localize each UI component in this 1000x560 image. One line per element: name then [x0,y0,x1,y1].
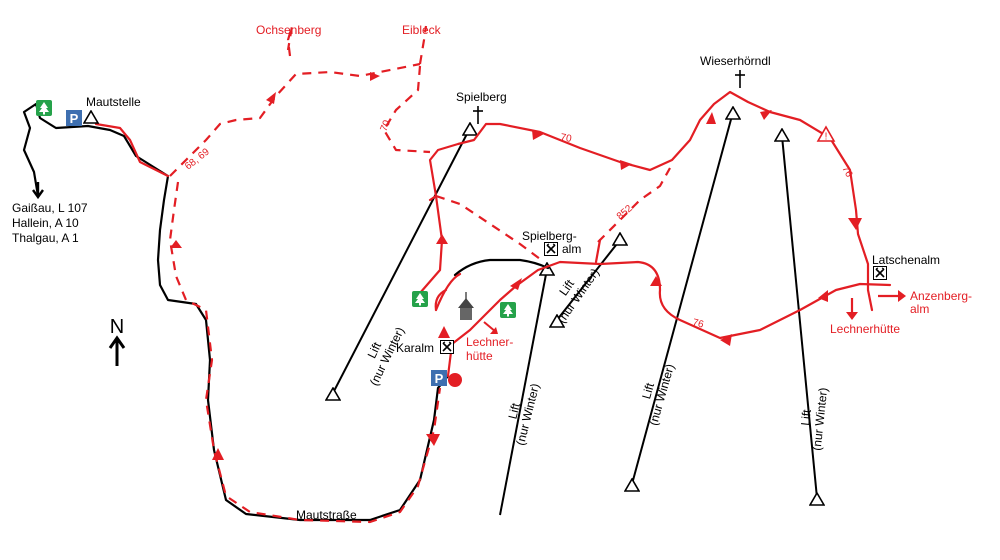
road-gaissau [22,102,450,522]
lift-station-icon [325,387,341,401]
svg-text:Lift: Lift [365,339,385,360]
label-latschenalm: Latschenalm [872,253,940,267]
lift-label: Lift (nur Winter) [639,362,677,427]
lift-d [624,106,741,492]
label-mautstrasse: Mautstraße [296,508,357,522]
lift-b [499,262,555,516]
label-mautstelle: Mautstelle [86,95,141,109]
hut-icon [440,340,454,354]
label-karalm: Karalm [396,341,434,355]
lift-station-icon [624,478,640,492]
direction-arrow-icon [32,182,44,200]
label-anzenbergalm-2: alm [910,302,929,316]
parking-icon: P [66,110,82,126]
hut-icon [873,266,887,280]
warning-icon: ! [816,125,836,143]
lift-c [549,232,628,328]
label-eibleck: Eibleck [402,23,442,37]
lift-label: Lift (nur Winter) [505,382,542,447]
lift-label: Lift (nur Winter) [798,387,831,451]
route-number-70: 70 [379,118,394,133]
label-spielberg: Spielberg [456,90,507,104]
tree-icon [500,302,516,318]
route-number-70: 70 [559,132,572,145]
route-direction-arrows [170,72,862,460]
label-wieserhoerndl: Wieserhörndl [700,54,771,68]
road-spielbergalm [453,258,550,277]
lift-e [774,128,825,506]
label-ochsenberg: Ochsenberg [256,23,321,37]
route-number-76: 76 [691,317,705,330]
lift-station-icon [774,128,790,142]
svg-text:Lift: Lift [505,401,523,421]
svg-text:Lift: Lift [798,408,814,426]
svg-text:(nur Winter): (nur Winter) [810,387,831,451]
tree-icon [412,291,428,307]
label-spielbergalm-2: alm [562,242,581,256]
svg-text:Lift: Lift [639,381,657,401]
route-number-68-69: 68, 69 [183,146,212,172]
label-anzenbergalm-1: Anzenberg- [910,289,972,303]
tree-icon [36,100,52,116]
lift-label: Lift (nur Winter) [554,266,602,326]
trail-network-solid [94,90,892,378]
parking-icon: P [431,370,447,386]
route-number-76: 76 [839,164,854,179]
svg-text:(nur Winter): (nur Winter) [554,266,602,326]
svg-text:P: P [70,111,79,126]
direction-line-3: Thalgau, A 1 [12,231,79,245]
svg-text:N: N [110,316,124,338]
route-number-852: 852 [615,203,635,222]
mautstelle-icon [83,110,99,124]
label-lechnerhuette-1: Lechner- [466,335,513,349]
chapel-icon [458,292,474,320]
start-point-marker [448,373,462,387]
lift-station-icon [725,106,741,120]
lift-station-icon [612,232,628,246]
lift-a [325,122,478,401]
hut-icon [544,242,558,256]
trail-network-dashed [168,24,671,524]
lift-station-icon [462,122,478,136]
lift-station-icon [809,492,825,506]
svg-text:!: ! [825,132,828,143]
north-arrow-icon: N [108,316,126,366]
label-spielbergalm-1: Spielberg- [522,229,577,243]
direction-line-1: Gaißau, L 107 [12,201,88,215]
svg-text:P: P [435,371,444,386]
label-lechnerhuette-2: hütte [466,349,493,363]
direction-line-2: Hallein, A 10 [12,216,79,230]
summit-cross-icon [735,70,745,88]
label-lechnerhuette: Lechnerhütte [830,322,900,336]
summit-cross-icon [473,106,483,124]
